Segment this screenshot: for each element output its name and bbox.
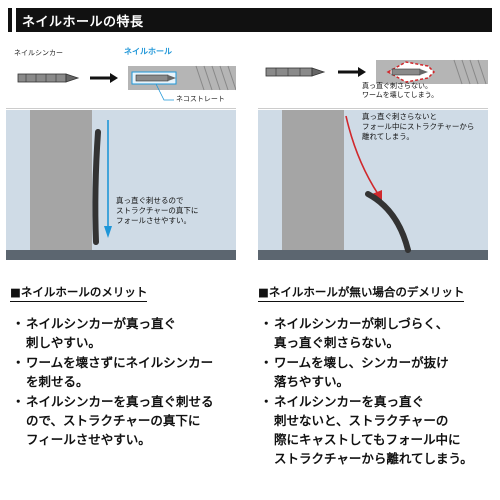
section-header: ネイルホールの特長 xyxy=(8,8,492,32)
bullet-mark: ・ xyxy=(260,316,273,331)
merit-line: ので、ストラクチャーの真下に xyxy=(26,413,201,428)
demerit-line: ネイルシンカーを真っ直ぐ xyxy=(274,394,425,409)
merit-item: ・ ネイルシンカーが真っ直ぐ 刺しやすい。 xyxy=(10,314,242,352)
insertion-graphic xyxy=(17,65,236,101)
merits-list: ・ ネイルシンカーが真っ直ぐ 刺しやすい。 ・ ワームを壊さずにネイルシンカー … xyxy=(10,314,242,450)
lake-bottom xyxy=(258,250,488,260)
with-hole-note: 真っ直ぐ刺せるので ストラクチャーの真下に フォールさせやすい。 xyxy=(116,196,199,225)
demerit-item: ・ ワームを壊し、シンカーが抜け 落ちやすい。 xyxy=(258,353,490,391)
merit-item: ・ ネイルシンカーを真っ直ぐ刺せる ので、ストラクチャーの真下に フィールさせや… xyxy=(10,392,242,449)
fall-graphic xyxy=(92,120,112,245)
insertion-diagram: ネイルシンカー ネイルホール xyxy=(6,44,236,109)
right-arrow-icon xyxy=(338,67,366,77)
demerit-line: 刺せないと、ストラクチャーの xyxy=(274,413,449,428)
demerit-line: ストラクチャーから離れてしまう。 xyxy=(274,451,473,466)
down-arrow-icon xyxy=(104,120,112,238)
demerit-line: ネイルシンカーが刺しづらく、 xyxy=(274,316,449,331)
damage-warning-note: 真っ直ぐ刺さらない。 ワームを壊してしまう。 xyxy=(362,82,439,99)
merit-line: ネイルシンカーを真っ直ぐ刺せる xyxy=(26,394,214,409)
water-scene-bad: 真っ直ぐ刺さらないと フォール中にストラクチャーから 離れてしまう。 xyxy=(258,110,488,260)
bullet-mark: ・ xyxy=(260,355,273,370)
merit-line: ワームを壊さずにネイルシンカー xyxy=(26,355,214,370)
structure-post xyxy=(282,110,344,260)
demerit-line: 落ちやすい。 xyxy=(274,374,350,389)
worm-icon xyxy=(128,65,236,91)
falling-worm-icon xyxy=(92,129,101,245)
demerits-list: ・ ネイルシンカーが刺しづらく、 真っ直ぐ刺さらない。 ・ ワームを壊し、シンカ… xyxy=(258,314,490,469)
right-arrow-icon xyxy=(90,73,118,83)
without-nail-hole-panel: 真っ直ぐ刺さらない。 ワームを壊してしまう。 真っ直ぐ刺さらないと フォール中に… xyxy=(258,44,488,264)
bullet-mark: ・ xyxy=(12,355,25,370)
neko-straight-label: ネコストレート xyxy=(176,95,225,103)
header-accent-bar xyxy=(12,8,16,32)
lake-bottom xyxy=(6,250,236,260)
merit-line: を刺せる。 xyxy=(26,374,89,389)
drift-note: 真っ直ぐ刺さらないと フォール中にストラクチャーから 離れてしまう。 xyxy=(362,112,475,141)
bullet-mark: ・ xyxy=(12,394,25,409)
demerit-line: ワームを壊し、シンカーが抜け xyxy=(274,355,449,370)
demerit-line: 際にキャストしてもフォール中に xyxy=(274,432,461,447)
merit-line: 刺しやすい。 xyxy=(26,335,101,350)
with-nail-hole-panel: ネイルシンカー ネイルホール xyxy=(6,44,236,264)
drift-graphic xyxy=(345,115,411,253)
sinker-label: ネイルシンカー xyxy=(14,49,63,57)
nail-sinker-icon xyxy=(17,73,80,83)
demerit-item: ・ ネイルシンカーを真っ直ぐ 刺せないと、ストラクチャーの 際にキャストしてもフ… xyxy=(258,392,490,468)
merit-item: ・ ワームを壊さずにネイルシンカー を刺せる。 xyxy=(10,353,242,391)
bullet-mark: ・ xyxy=(260,394,273,409)
merit-line: ネイルシンカーが真っ直ぐ xyxy=(26,316,177,331)
failed-insertion-graphic xyxy=(265,59,488,85)
drifting-worm-icon xyxy=(365,191,411,253)
demerits-heading: ■ネイルホールが無い場合のデメリット xyxy=(258,284,465,302)
nail-hole-label: ネイルホール xyxy=(124,47,172,56)
failed-insertion-diagram: 真っ直ぐ刺さらない。 ワームを壊してしまう。 xyxy=(258,44,488,109)
merits-heading: ■ネイルホールのメリット xyxy=(10,284,148,302)
demerit-line: 真っ直ぐ刺さらない。 xyxy=(274,335,400,350)
bullet-mark: ・ xyxy=(12,316,25,331)
nail-sinker-icon xyxy=(265,67,326,77)
demerit-item: ・ ネイルシンカーが刺しづらく、 真っ直ぐ刺さらない。 xyxy=(258,314,490,352)
structure-post xyxy=(30,110,92,260)
merit-line: フィールさせやすい。 xyxy=(26,432,151,447)
header-title: ネイルホールの特長 xyxy=(22,14,144,30)
water-scene: 真っ直ぐ刺せるので ストラクチャーの真下に フォールさせやすい。 xyxy=(6,110,236,260)
damaged-worm-icon xyxy=(376,59,488,85)
